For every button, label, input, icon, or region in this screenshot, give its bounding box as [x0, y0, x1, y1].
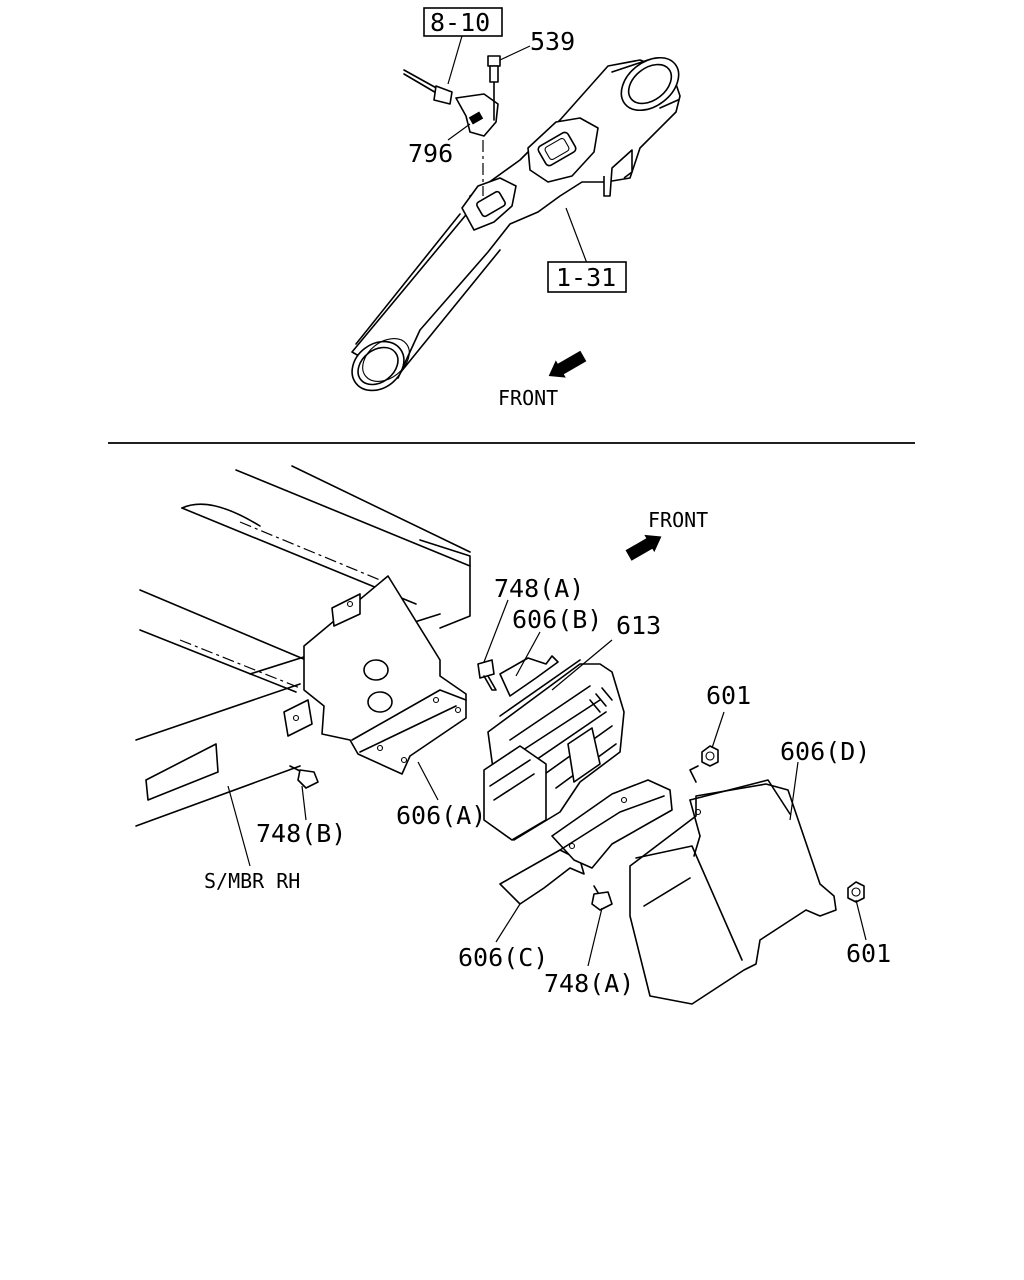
leader-601-bottom [855, 899, 867, 941]
front-arrow-icon [548, 350, 587, 378]
leader-606d [789, 761, 799, 821]
bracket-606a [283, 575, 467, 775]
part-label-601-top: 601 [706, 681, 751, 710]
nut-601-bottom [847, 881, 865, 903]
sensor-connector-796 [403, 69, 499, 137]
nut-601-top [701, 745, 719, 767]
leader-8-10 [447, 35, 463, 85]
leader-s-mbr-rh [227, 785, 251, 867]
ecu-module-613 [483, 659, 625, 841]
part-label-606a: 606(A) [396, 801, 486, 830]
ref-box-1-31-label: 1-31 [556, 263, 616, 292]
part-label-796: 796 [408, 139, 453, 168]
bracket-606b [499, 655, 559, 697]
front-arrow-icon [625, 534, 662, 561]
part-label-606c: 606(C) [458, 943, 548, 972]
part-label-606d: 606(D) [780, 737, 870, 766]
part-label-601-bottom: 601 [846, 939, 891, 968]
leader-1-31 [565, 207, 589, 267]
leader-606a [417, 761, 439, 801]
leader-601-top [711, 711, 725, 749]
part-label-748a-bottom: 748(A) [544, 969, 634, 998]
frame-label-s-mbr-rh: S/MBR RH [204, 869, 300, 893]
leader-606b [515, 631, 541, 677]
ref-box-8-10-frame [423, 7, 503, 37]
leader-748a-bottom [587, 907, 603, 967]
bracket-606c [499, 779, 673, 905]
front-label-top: FRONT [498, 386, 558, 410]
part-label-748a-top: 748(A) [494, 574, 584, 603]
leader-748b [301, 785, 307, 821]
cover-606d [629, 765, 837, 1005]
bolt-748a-bottom [591, 885, 613, 911]
part-label-606b: 606(B) [512, 605, 602, 634]
bolt-748b [289, 765, 319, 789]
ref-box-8-10-label: 8-10 [430, 8, 490, 37]
intake-pipe-assembly [351, 56, 681, 392]
bolt-748a-top [477, 659, 497, 691]
ref-box-1-31-frame [547, 261, 627, 293]
front-label-bottom: FRONT [648, 508, 708, 532]
leader-606c [495, 903, 521, 943]
part-label-539: 539 [530, 27, 575, 56]
part-label-748b: 748(B) [256, 819, 346, 848]
leader-748a-top [483, 599, 509, 663]
leader-796 [447, 123, 471, 141]
leader-539 [499, 45, 531, 61]
leader-613 [551, 639, 613, 691]
part-label-613: 613 [616, 611, 661, 640]
bolt-539 [487, 55, 501, 121]
